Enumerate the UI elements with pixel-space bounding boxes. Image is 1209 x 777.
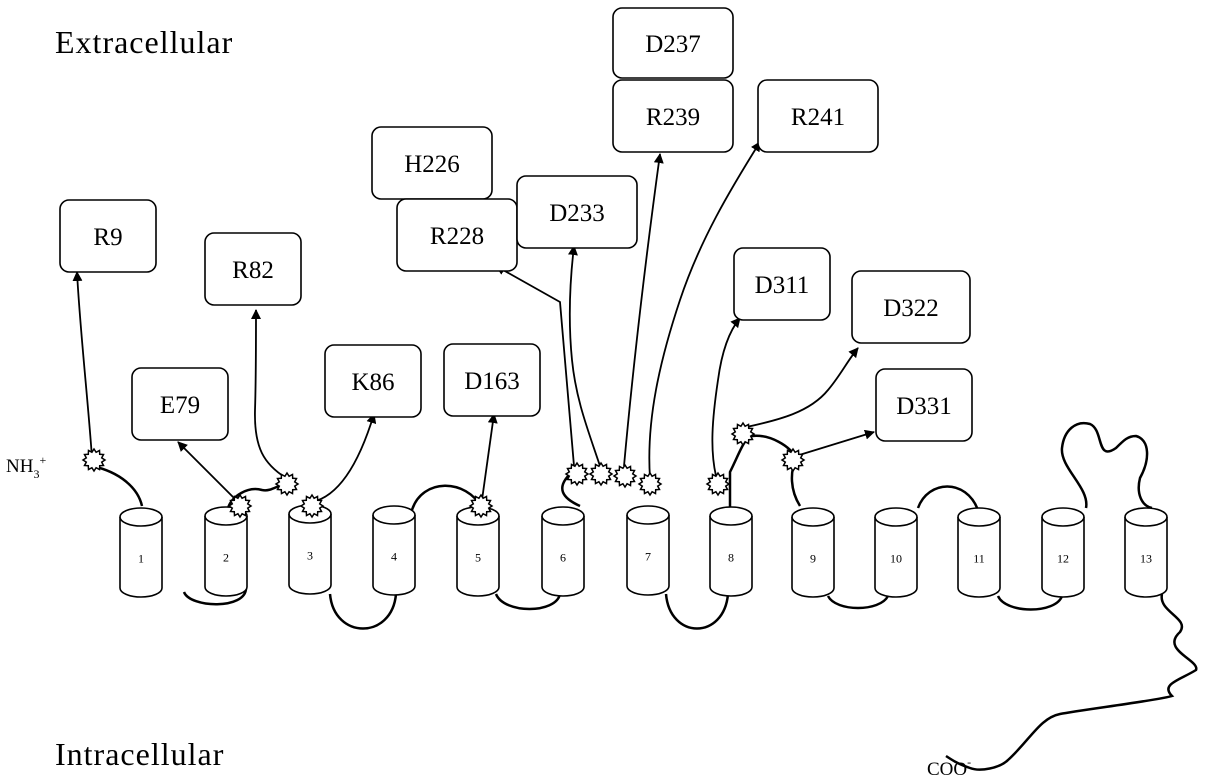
- n-terminus-label: NH3+: [6, 453, 46, 481]
- residue-label-d322: D322: [883, 295, 939, 322]
- connector-d311: [712, 318, 740, 476]
- helix-12: 12: [1042, 508, 1084, 597]
- loop-9-10: [828, 596, 888, 608]
- helix-label-13: 13: [1140, 552, 1152, 566]
- extracellular-label: Extracellular: [55, 24, 233, 60]
- residue-marker-d331: [782, 449, 804, 471]
- loop-7-8: [666, 594, 728, 629]
- connector-r82: [255, 310, 286, 478]
- residue-label-d163: D163: [464, 368, 520, 395]
- residue-marker-r228: [566, 463, 588, 485]
- residue-label-r241: R241: [791, 104, 845, 131]
- loop-5-6: [496, 594, 560, 609]
- intracellular-label: Intracellular: [55, 736, 224, 772]
- residue-box-r228: R228: [397, 199, 517, 271]
- helix-label-6: 6: [560, 551, 566, 565]
- helix-11: 11: [958, 508, 1000, 597]
- helix-1: 1: [120, 508, 162, 597]
- residue-label-d331: D331: [896, 393, 952, 420]
- residue-label-r82: R82: [232, 257, 274, 284]
- residue-label-r9: R9: [93, 224, 122, 251]
- residue-box-r239: R239: [613, 80, 733, 152]
- residue-box-e79: E79: [132, 368, 228, 440]
- loop-3-4: [330, 594, 396, 629]
- residue-box-d311: D311: [734, 248, 830, 320]
- residue-label-d237: D237: [645, 31, 701, 58]
- loop-12-13: [1062, 423, 1152, 508]
- residue-box-h226: H226: [372, 127, 492, 199]
- helix-13: 13: [1125, 508, 1167, 597]
- loop-8-9: [730, 436, 800, 508]
- connector-e79: [178, 442, 236, 500]
- helix-4: 4: [373, 506, 415, 595]
- helix-label-12: 12: [1057, 552, 1069, 566]
- residue-marker-d233: [590, 463, 612, 485]
- residue-label-r228: R228: [430, 223, 484, 250]
- residue-box-k86: K86: [325, 345, 421, 417]
- connector-d331: [796, 432, 874, 456]
- helix-3: 3: [289, 505, 331, 594]
- residue-box-d233: D233: [517, 176, 637, 248]
- residue-label-d233: D233: [549, 200, 605, 227]
- residue-marker-r82: [276, 473, 298, 495]
- connector-d322: [742, 348, 858, 428]
- connector-k86: [312, 414, 374, 502]
- helix-10: 10: [875, 508, 917, 597]
- connector-r9: [77, 272, 92, 458]
- helix-5: 5: [457, 507, 499, 596]
- residue-box-r9: R9: [60, 200, 156, 272]
- helix-label-10: 10: [890, 552, 902, 566]
- helix-label-5: 5: [475, 551, 481, 565]
- residue-label-h226: H226: [404, 151, 460, 178]
- residue-box-d163: D163: [444, 344, 540, 416]
- c-terminal-tail: [946, 594, 1196, 770]
- connector-d233: [570, 246, 600, 466]
- helix-label-4: 4: [391, 550, 397, 564]
- residue-label-d311: D311: [755, 272, 810, 299]
- residue-label-e79: E79: [160, 392, 200, 419]
- helix-label-2: 2: [223, 551, 229, 565]
- residue-box-r241: R241: [758, 80, 878, 152]
- residue-label-k86: K86: [351, 369, 394, 396]
- helix-label-11: 11: [973, 552, 985, 566]
- helix-label-8: 8: [728, 551, 734, 565]
- helix-8: 8: [710, 507, 752, 596]
- loop-10-11: [918, 487, 978, 511]
- helix-label-3: 3: [307, 549, 313, 563]
- helix-2: 2: [205, 507, 247, 596]
- helix-label-1: 1: [138, 552, 144, 566]
- helix-label-7: 7: [645, 550, 651, 564]
- helix-6: 6: [542, 507, 584, 596]
- residue-box-d331: D331: [876, 369, 972, 441]
- residue-label-r239: R239: [646, 104, 700, 131]
- residue-marker-d311: [707, 473, 729, 495]
- connector-d163: [482, 414, 494, 500]
- residue-marker-r239: [614, 465, 636, 487]
- residue-box-r82: R82: [205, 233, 301, 305]
- n-terminal-tail: [92, 466, 142, 506]
- loop-11-12: [998, 596, 1062, 610]
- helix-9: 9: [792, 508, 834, 597]
- residue-box-d237: D237: [613, 8, 733, 78]
- helix-label-9: 9: [810, 552, 816, 566]
- residue-marker-r241: [639, 473, 661, 495]
- residue-box-d322: D322: [852, 271, 970, 343]
- helix-7: 7: [627, 506, 669, 595]
